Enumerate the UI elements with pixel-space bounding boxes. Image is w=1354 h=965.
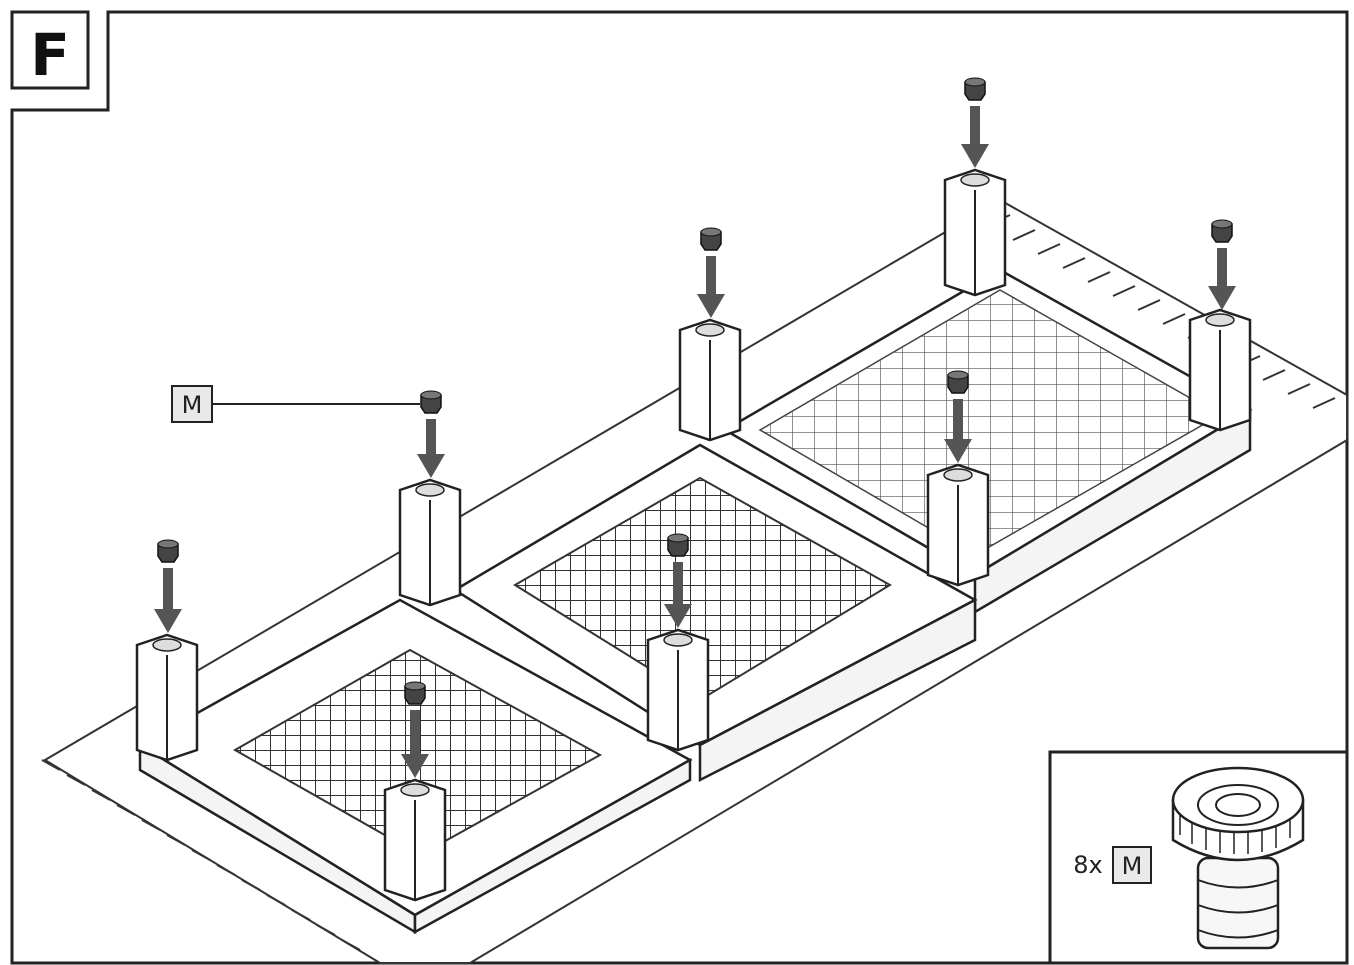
foot-cap-icon	[1171, 766, 1305, 950]
leg-back-left	[398, 478, 462, 607]
leg-far-right	[1188, 308, 1252, 432]
leg-back-right	[943, 168, 1007, 297]
callout-part-label: M	[182, 391, 203, 419]
tray-middle	[452, 443, 978, 783]
part-callout: M	[171, 385, 420, 423]
step-letter: F	[30, 21, 70, 89]
detail-box: 8x M	[1048, 750, 1349, 965]
screw-arrow-6	[664, 533, 692, 628]
illustration-frame: F	[10, 10, 1349, 965]
leg-center-right	[926, 463, 990, 587]
screw-arrow-2	[1208, 219, 1236, 310]
screw-arrow-5	[417, 390, 445, 478]
leg-front-left	[135, 633, 199, 762]
screw-arrow-1	[961, 77, 989, 168]
leg-center-front	[646, 628, 710, 752]
fastener-group	[154, 77, 1236, 778]
screw-arrow-8	[401, 681, 429, 778]
leg-back-middle	[678, 318, 742, 442]
screw-arrow-7	[154, 539, 182, 633]
detail-part-label: M	[1122, 852, 1143, 880]
screw-arrow-4	[944, 370, 972, 463]
quantity-label: 8x	[1073, 851, 1102, 879]
leg-front-right	[383, 778, 447, 902]
screw-arrow-3	[697, 227, 725, 318]
